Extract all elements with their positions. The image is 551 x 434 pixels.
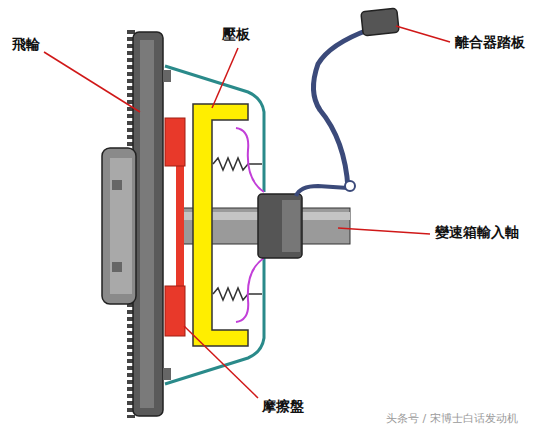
flywheel-hub	[102, 148, 136, 304]
release-fork	[296, 186, 348, 196]
flywheel-face	[140, 40, 154, 408]
spring	[213, 288, 262, 300]
leader-line	[338, 228, 430, 234]
part-label: 變速箱輸入軸	[435, 224, 519, 241]
lever	[236, 258, 264, 322]
bolt	[163, 70, 171, 82]
pedal-arm	[313, 30, 368, 188]
watermark: 头条号 / 宋博士白话发动机	[386, 412, 518, 425]
pivot	[345, 181, 355, 191]
bolt	[112, 262, 122, 272]
pressure-plate	[193, 104, 248, 346]
spring	[213, 158, 262, 170]
part-label: 摩擦盤	[262, 398, 304, 415]
friction-disc	[165, 118, 185, 166]
release-bearing-face	[282, 200, 300, 252]
leader-line	[212, 48, 238, 108]
friction-disc	[165, 286, 185, 336]
friction-disc-hub	[176, 160, 184, 290]
part-label: 壓板	[222, 26, 250, 43]
leader-line	[184, 326, 258, 398]
release-bearing	[258, 194, 302, 258]
part-label: 飛輪	[12, 36, 40, 53]
flywheel	[133, 32, 163, 416]
leader-line	[44, 52, 140, 112]
leader-line	[396, 26, 450, 42]
lever	[236, 128, 264, 192]
flywheel-hub-face	[110, 158, 132, 294]
bolt	[163, 368, 171, 380]
bolt	[112, 180, 122, 190]
clutch-pedal	[361, 8, 399, 36]
part-label: 離合器踏板	[455, 34, 525, 51]
